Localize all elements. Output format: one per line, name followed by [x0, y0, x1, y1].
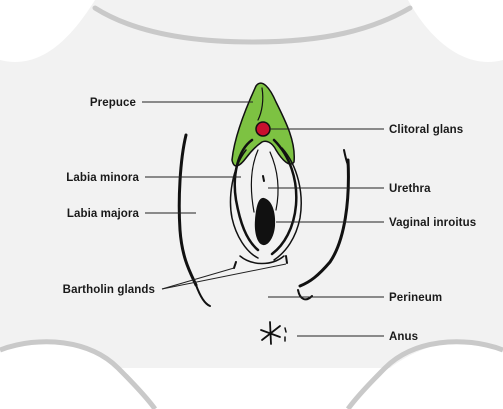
label-urethra: Urethra [389, 183, 431, 195]
urethra-mark [263, 176, 264, 181]
label-labia-majora: Labia majora [67, 208, 140, 220]
label-labia-minora: Labia minora [66, 172, 139, 184]
label-anus: Anus [389, 331, 418, 343]
label-bartholin-glands: Bartholin glands [63, 284, 155, 296]
label-perineum: Perineum [389, 292, 442, 304]
label-clitoral-glans: Clitoral glans [389, 124, 463, 136]
clitoral-glans-shape [256, 122, 270, 136]
label-vaginal-introitus: Vaginal inroitus [389, 217, 476, 229]
label-prepuce: Prepuce [90, 97, 136, 109]
bartholin-gland-right [286, 256, 287, 263]
